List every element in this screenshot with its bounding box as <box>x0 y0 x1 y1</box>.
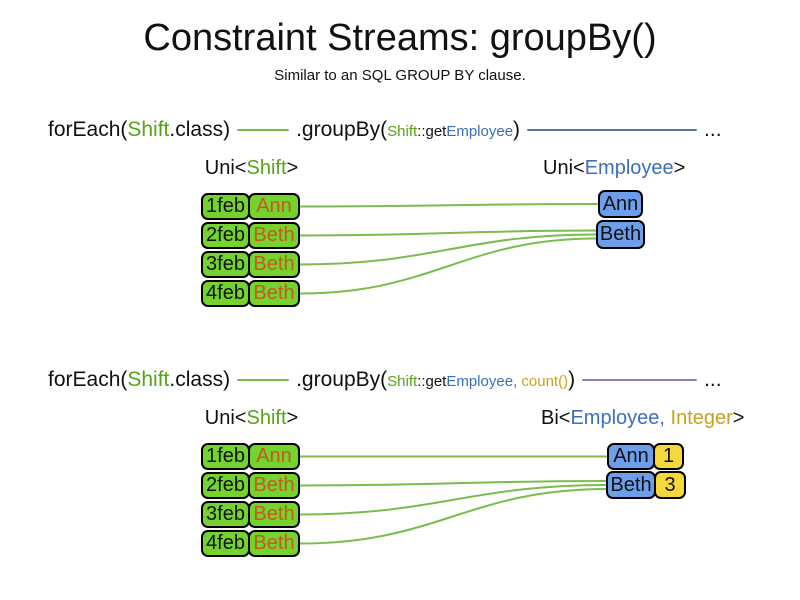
code-token: forEach( <box>48 368 128 391</box>
blue-line <box>527 129 698 131</box>
type-token: Shift <box>246 407 287 429</box>
shift-date-cell: 4feb <box>201 280 250 307</box>
shift-employee-cell: Beth <box>248 472 300 499</box>
shift-date-cell: 1feb <box>201 193 250 220</box>
type-token: Integer <box>670 407 733 429</box>
shift-date-cell: 4feb <box>201 530 250 557</box>
shift-employee-cell: Beth <box>248 280 300 307</box>
code-token: , <box>513 373 522 390</box>
connector <box>299 229 598 237</box>
group-box-beth: Beth <box>596 220 645 249</box>
code-token: .groupBy( <box>296 118 388 141</box>
code-token: ... <box>704 368 722 391</box>
code-token: ... <box>704 118 722 141</box>
count-box: 3 <box>654 471 686 499</box>
shift-employee-cell: Beth <box>248 251 300 278</box>
code-token: ::get <box>417 123 447 140</box>
type-token: Shift <box>246 157 287 179</box>
code-token: Shift <box>127 118 170 141</box>
count-box: 1 <box>653 443 684 470</box>
shift-date-cell: 2feb <box>201 472 250 499</box>
code-token: Shift <box>387 373 418 390</box>
code-token: count() <box>521 373 569 390</box>
type-token: > <box>286 157 299 179</box>
code-token: .groupBy( <box>296 368 388 391</box>
result-type-label: Bi<Employee, Integer> <box>541 407 744 430</box>
type-token: Employee <box>584 157 674 179</box>
shift-employee-cell: Ann <box>248 193 300 220</box>
code-token: ) <box>513 118 521 141</box>
group-box-ann: Ann <box>598 190 643 218</box>
code-token: .class) <box>169 368 231 391</box>
type-token: > <box>732 407 745 429</box>
group-box-beth: Beth <box>606 471 656 499</box>
source-type-label: Uni<Shift> <box>201 157 302 180</box>
slide-subtitle: Similar to an SQL GROUP BY clause. <box>274 67 526 84</box>
shift-employee-cell: Beth <box>248 530 300 557</box>
result-type-label: Uni<Employee> <box>543 157 685 180</box>
code-token: ) <box>568 368 576 391</box>
type-token: Uni< <box>543 157 585 179</box>
code-token: .class) <box>169 118 231 141</box>
type-token: Uni< <box>204 407 247 429</box>
shift-employee-cell: Beth <box>248 222 300 249</box>
connector <box>299 203 600 208</box>
code-token: Shift <box>387 123 418 140</box>
purple-line <box>582 379 698 381</box>
code-token: ::get <box>417 373 447 390</box>
type-token: , <box>659 407 671 429</box>
type-token: > <box>673 157 686 179</box>
code-token: forEach( <box>48 118 128 141</box>
connector <box>299 233 598 266</box>
green-line <box>237 129 290 131</box>
shift-employee-cell: Beth <box>248 501 300 528</box>
slide-title: Constraint Streams: groupBy() <box>143 17 657 59</box>
source-type-label: Uni<Shift> <box>201 407 302 430</box>
type-token: Uni< <box>204 157 247 179</box>
code-token: Shift <box>127 368 170 391</box>
green-line <box>237 379 290 381</box>
type-token: Employee <box>570 407 660 429</box>
code-token: Employee <box>446 373 514 390</box>
shift-date-cell: 2feb <box>201 222 250 249</box>
connector <box>299 480 608 487</box>
code-token: Employee <box>446 123 514 140</box>
shift-date-cell: 3feb <box>201 251 250 278</box>
shift-date-cell: 1feb <box>201 443 250 470</box>
group-box-ann: Ann <box>607 443 655 470</box>
connector <box>299 488 608 545</box>
shift-employee-cell: Ann <box>248 443 300 470</box>
connector <box>299 484 608 516</box>
type-token: Bi< <box>541 407 571 429</box>
connector <box>299 237 598 295</box>
shift-date-cell: 3feb <box>201 501 250 528</box>
type-token: > <box>286 407 299 429</box>
